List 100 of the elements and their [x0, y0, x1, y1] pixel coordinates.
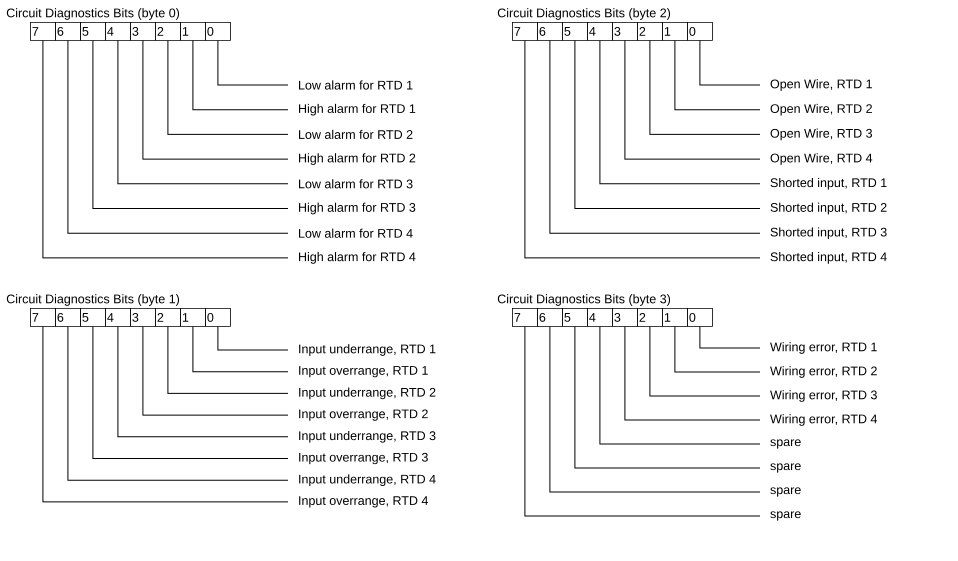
- bit-cell: 0: [205, 308, 231, 327]
- bit-description: Shorted input, RTD 1: [770, 178, 887, 190]
- panel-title: Circuit Diagnostics Bits (byte 2): [498, 8, 670, 20]
- bit-description: Input underrange, RTD 1: [299, 344, 436, 356]
- bit-description: spare: [770, 487, 801, 497]
- bit-cell: 4: [105, 22, 131, 41]
- panel-title: Circuit Diagnostics Bits (byte 1): [6, 294, 180, 306]
- leader-line: [192, 40, 288, 110]
- bit-cell: 3: [612, 22, 638, 41]
- bit-cell: 6: [55, 308, 81, 327]
- leader-line: [524, 40, 760, 258]
- bit-description: High alarm for RTD 2: [299, 153, 416, 165]
- bit-description: Wiring error, RTD 3: [770, 390, 877, 402]
- bit-description: Wiring error, RTD 4: [770, 414, 878, 426]
- leader-line: [549, 326, 760, 492]
- bit-description: Shorted input, RTD 2: [770, 202, 887, 214]
- leader-line: [42, 40, 288, 258]
- bit-description: Input overrange, RTD 2: [299, 409, 428, 421]
- leader-line: [674, 326, 760, 372]
- leader-line: [674, 40, 760, 110]
- bit-cell: 2: [637, 22, 663, 41]
- bit-description: Open Wire, RTD 1: [770, 79, 872, 91]
- bit-cell: 6: [537, 22, 563, 41]
- bit-description: Open Wire, RTD 3: [770, 128, 872, 140]
- bit-cell: 7: [512, 308, 538, 327]
- bit-cell: 1: [180, 22, 206, 41]
- leader-line: [92, 40, 288, 209]
- bit-cell: 7: [30, 22, 56, 41]
- bit-cell: 5: [80, 22, 106, 41]
- bit-description: Shorted input, RTD 4: [770, 252, 887, 264]
- panel-title: Circuit Diagnostics Bits (byte 0): [6, 8, 180, 20]
- leader-line: [142, 326, 288, 416]
- bit-description: Low alarm for RTD 3: [299, 179, 413, 188]
- bit-description: Input overrange, RTD 1: [299, 366, 428, 378]
- bit-cell: 4: [587, 22, 613, 41]
- bit-description: Input underrange, RTD 3: [299, 430, 436, 443]
- leader-line: [699, 326, 760, 348]
- bit-cell: 0: [687, 308, 713, 327]
- leader-line: [142, 40, 288, 160]
- leader-line: [117, 40, 288, 184]
- bit-cell: 2: [637, 308, 663, 327]
- bit-cell: 2: [155, 308, 181, 327]
- bit-description: Low alarm for RTD 2: [299, 130, 412, 139]
- bit-cell: 3: [130, 308, 156, 327]
- leader-line: [42, 326, 288, 502]
- leader-line: [574, 40, 760, 209]
- bit-cell: 3: [130, 22, 156, 41]
- bit-description: Input overrange, RTD 4: [299, 496, 428, 508]
- bit-description: Low alarm for RTD 4: [299, 228, 413, 238]
- bit-description: Input underrange, RTD 4: [299, 474, 436, 486]
- leader-line: [192, 326, 288, 372]
- bit-description: Open Wire, RTD 2: [770, 104, 872, 116]
- bit-cell: 6: [55, 22, 81, 41]
- leader-line: [699, 40, 760, 86]
- bit-description: Wiring error, RTD 2: [770, 366, 877, 378]
- bit-cell: 7: [512, 22, 538, 41]
- bit-cell: 1: [180, 308, 206, 327]
- leader-line: [167, 40, 288, 135]
- bit-description: Input underrange, RTD 2: [299, 388, 436, 400]
- leader-line: [649, 40, 760, 135]
- bit-cell: 2: [155, 22, 181, 41]
- bit-description: spare: [770, 439, 801, 449]
- bit-cell: 1: [662, 308, 688, 327]
- bit-description: Wiring error, RTD 1: [770, 342, 877, 354]
- bit-cell: 1: [662, 22, 688, 41]
- bit-description: Low alarm for RTD 1: [299, 80, 412, 90]
- bit-description: High alarm for RTD 3: [299, 202, 416, 214]
- bit-description: High alarm for RTD 1: [299, 104, 416, 116]
- bit-cell: 6: [537, 308, 563, 327]
- bit-cell: 7: [30, 308, 56, 327]
- leader-line: [549, 40, 760, 234]
- leader-line: [67, 40, 288, 234]
- leader-line: [67, 326, 288, 481]
- bit-cell: 0: [205, 22, 231, 41]
- leader-line: [599, 326, 760, 444]
- bit-description: Open Wire, RTD 4: [770, 153, 872, 165]
- leader-line: [524, 326, 760, 516]
- bit-description: spare: [770, 511, 801, 521]
- leader-line: [92, 326, 288, 459]
- bit-cell: 5: [562, 308, 588, 327]
- leader-line: [117, 326, 288, 438]
- panel-title: Circuit Diagnostics Bits (byte 3): [498, 294, 670, 306]
- leader-line: [599, 40, 760, 184]
- bit-cell: 5: [562, 22, 588, 41]
- bit-cell: 4: [587, 308, 613, 327]
- bit-description: spare: [770, 463, 801, 473]
- bit-description: High alarm for RTD 4: [299, 252, 416, 264]
- bit-cell: 5: [80, 308, 106, 327]
- leader-line: [167, 326, 288, 394]
- bit-cell: 0: [687, 22, 713, 41]
- bit-description: Input overrange, RTD 3: [299, 452, 428, 464]
- leader-line: [574, 326, 760, 468]
- bit-description: Shorted input, RTD 3: [770, 227, 887, 240]
- leader-line: [624, 40, 760, 160]
- leader-line: [649, 326, 760, 396]
- leader-line: [217, 326, 288, 350]
- leader-line: [217, 40, 288, 86]
- leader-line: [624, 326, 760, 420]
- bit-cell: 4: [105, 308, 131, 327]
- bit-cell: 3: [612, 308, 638, 327]
